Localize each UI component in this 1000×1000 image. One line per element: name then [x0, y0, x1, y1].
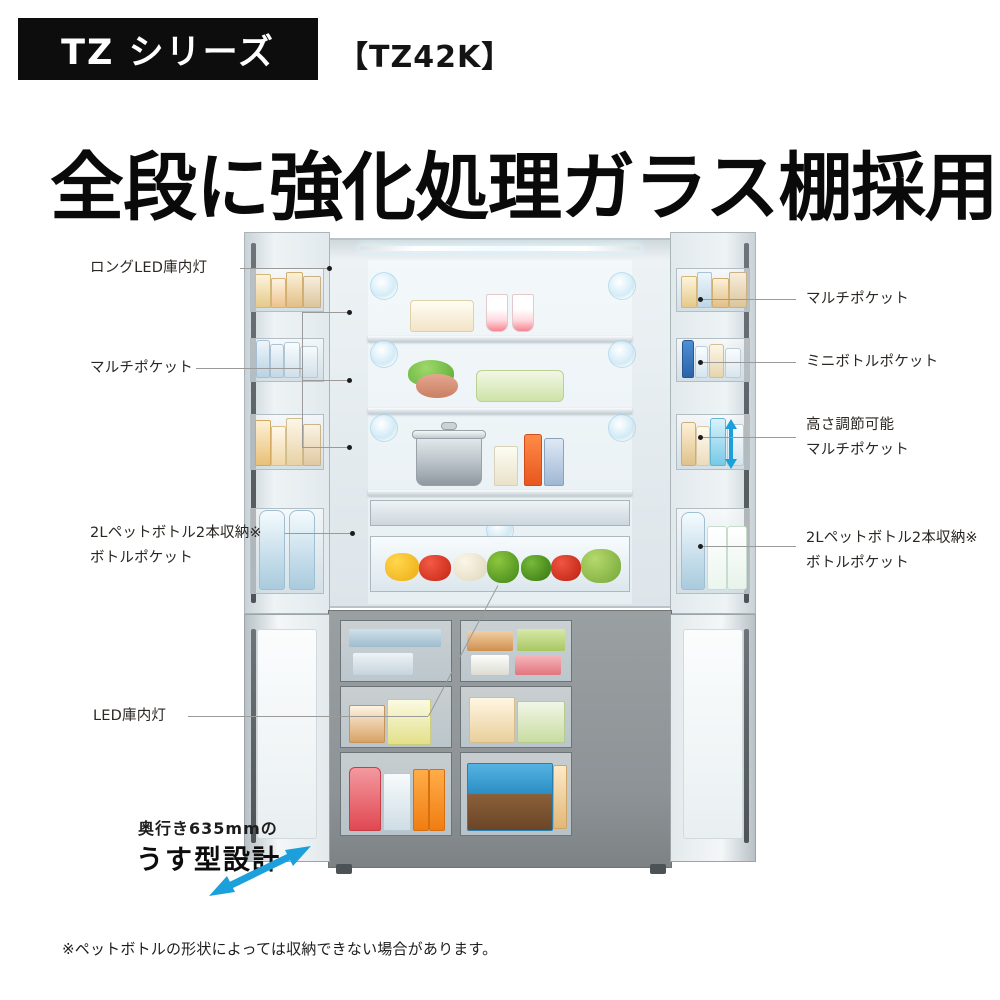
thin-design-arrow-icon — [209, 846, 311, 896]
leader-line-multi-pocket-mid — [302, 380, 350, 381]
food-cake — [410, 300, 474, 332]
glass-shelf-3 — [368, 490, 632, 496]
door-handle — [744, 629, 749, 843]
callout-multi-pocket-right: マルチポケット — [806, 291, 909, 307]
food-jar — [494, 446, 518, 486]
food-meat — [416, 374, 458, 398]
height-adjust-arrow-icon — [725, 419, 737, 469]
footnote-text: ※ペットボトルの形状によっては収納できない場合があります。 — [62, 940, 498, 958]
leader-line-long-led — [240, 268, 330, 269]
callout-mini-bottle-pocket: ミニボトルポケット — [806, 354, 939, 370]
food-green-pepper — [487, 551, 519, 583]
leader-dot — [347, 378, 352, 383]
leader-line-height-adjustable — [700, 437, 796, 438]
door-pocket-bottle-left — [250, 508, 324, 594]
food-2l-bottle — [289, 510, 315, 590]
series-badge-label: TZ シリーズ — [61, 32, 275, 73]
freezer-drawer — [340, 686, 452, 748]
led-glow-icon — [608, 340, 636, 368]
freezer-drawer — [460, 686, 572, 748]
led-glow-icon — [608, 272, 636, 300]
freezer-drawer — [460, 620, 572, 682]
door-pocket-height-adjustable — [676, 414, 750, 470]
food-red-pepper — [419, 555, 451, 581]
food-2l-bottle — [681, 512, 705, 590]
page-headline: 全段に強化処理ガラス棚採用 — [50, 145, 999, 231]
led-glow-icon — [370, 414, 398, 442]
leader-dot — [698, 544, 703, 549]
leader-dot — [347, 445, 352, 450]
food-bell-pepper — [385, 553, 419, 581]
leader-line-bottle-pocket-left — [285, 533, 353, 534]
vegetable-crisper-drawer — [370, 536, 630, 592]
cookware-pot — [416, 434, 482, 486]
food-soy-carton — [727, 526, 747, 590]
food-milk-carton — [707, 526, 727, 590]
led-glow-icon — [370, 340, 398, 368]
callout-bottle-pocket-right-line2: ボトルポケット — [806, 555, 909, 571]
food-parfait — [486, 294, 508, 332]
door-pocket-mini-bottle — [676, 338, 750, 382]
food-juice-bottle — [524, 434, 542, 486]
callout-multi-pocket-left: マルチポケット — [90, 360, 193, 376]
food-green-vegetable — [521, 555, 551, 581]
leader-dot — [350, 531, 355, 536]
glass-shelf-1 — [368, 336, 632, 342]
food-parfait — [512, 294, 534, 332]
door-pocket-multi — [250, 414, 324, 470]
callout-bottle-pocket-left-line2: ボトルポケット — [90, 550, 193, 566]
leader-line-mini-bottle-pocket — [700, 362, 796, 363]
door-pocket-multi — [250, 268, 324, 312]
cookware-pot-knob — [441, 422, 457, 430]
door-pocket-multi — [676, 268, 750, 312]
callout-bottle-pocket-left-text: 2Lペットボトル2本収納※ — [90, 525, 262, 541]
leader-line-multi-pocket-top — [302, 312, 350, 313]
food-cabbage — [581, 549, 621, 583]
freezer-door-left — [244, 614, 330, 862]
leader-dot — [327, 266, 332, 271]
callout-height-adjustable-line2: マルチポケット — [806, 442, 909, 458]
leader-dot — [347, 310, 352, 315]
leader-dot — [698, 297, 703, 302]
leader-dot — [698, 360, 703, 365]
leader-line-led-light — [188, 716, 428, 717]
food-cauliflower — [453, 553, 487, 581]
callout-height-adjustable-line1: 高さ調節可能 — [806, 417, 895, 433]
led-glow-icon — [608, 414, 636, 442]
leader-line-multi-pocket — [196, 368, 302, 369]
chilled-drawer — [370, 500, 630, 526]
freezer-drawer — [340, 752, 452, 836]
glass-shelf-2 — [368, 408, 632, 414]
food-tomato — [551, 555, 581, 581]
refrigerator-illustration — [240, 228, 760, 888]
door-handle — [251, 629, 256, 843]
freezer-drawer — [460, 752, 572, 836]
food-2l-bottle — [259, 510, 285, 590]
series-badge: TZ シリーズ — [18, 18, 318, 80]
led-glow-icon — [370, 272, 398, 300]
long-led-light-strip — [360, 246, 640, 251]
leader-line-bottle-pocket-right — [700, 546, 796, 547]
callout-bottle-pocket-right-line1: 2Lペットボトル2本収納※ — [806, 530, 978, 546]
callout-long-led-light: ロングLED庫内灯 — [90, 260, 208, 276]
door-pocket-bottle-right — [676, 508, 750, 594]
callout-led-light: LED庫内灯 — [93, 708, 167, 724]
food-package — [544, 438, 564, 486]
door-pocket-multi — [250, 338, 324, 382]
fridge-foot — [336, 864, 352, 874]
callout-bottle-pocket-left-line1: 2Lペットボトル2本収納※ — [90, 523, 262, 543]
cookware-pot-lid — [412, 430, 486, 439]
food-platter — [476, 370, 564, 402]
thin-design-depth-text: 奥行き635mmの — [138, 819, 278, 838]
leader-line-multi-pocket-right — [700, 299, 796, 300]
model-code: 【TZ42K】 — [338, 40, 513, 75]
leader-line-multi-pocket-bottom — [302, 447, 350, 448]
fridge-foot — [650, 864, 666, 874]
leader-dot — [698, 435, 703, 440]
freezer-drawer — [340, 620, 452, 682]
freezer-door-right — [670, 614, 756, 862]
